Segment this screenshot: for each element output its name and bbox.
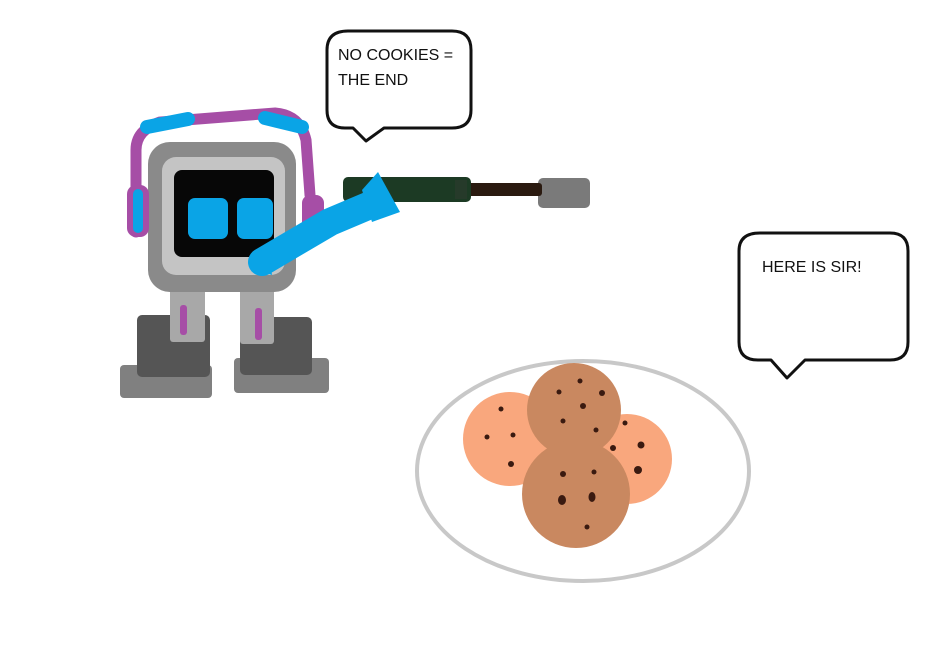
robot-character-icon <box>120 107 590 398</box>
robot-arm-icon <box>248 172 400 276</box>
robot-right-eye-icon <box>237 198 273 239</box>
cookie-front <box>522 440 630 548</box>
plate-speech-text: HERE IS SIR! <box>762 259 862 276</box>
robot-speech-bubble <box>325 29 473 143</box>
robot-speech-text: NO COOKIES = THE END <box>338 47 454 89</box>
robot-feet <box>120 315 329 398</box>
cookie-top <box>527 363 621 457</box>
cookie-plate-icon <box>415 359 751 583</box>
robot-legs <box>170 280 274 344</box>
robot-left-eye-icon <box>188 198 228 239</box>
plate-speech-bubble <box>737 231 910 380</box>
